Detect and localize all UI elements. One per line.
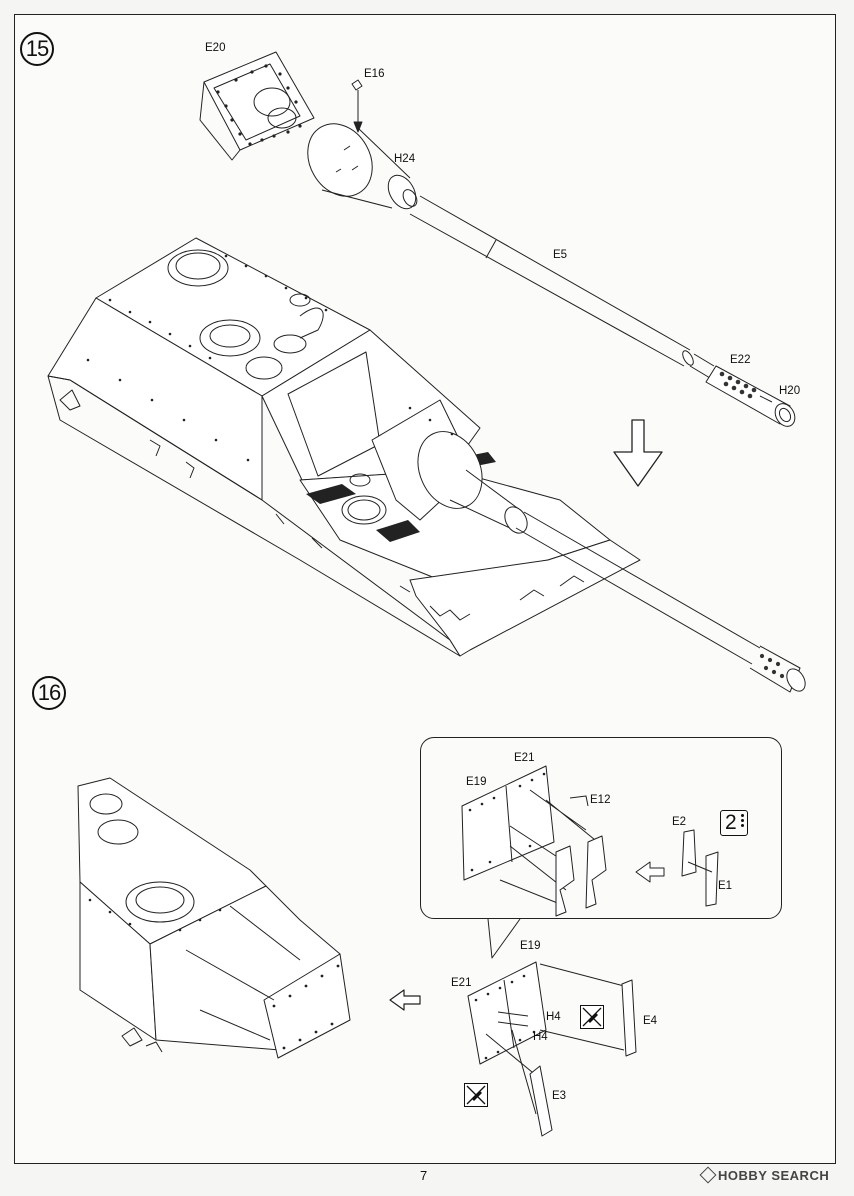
muzzle-brake-e22 — [705, 365, 796, 427]
part-label-e3: E3 — [552, 1090, 567, 1102]
step-number-16: 16 — [32, 676, 66, 710]
mantlet-e20-part — [199, 51, 315, 161]
part-label-h4-upper: H4 — [546, 1011, 561, 1023]
assembly-direction-arrow-icon — [389, 989, 421, 1011]
watermark: HOBBY SEARCH — [699, 1166, 830, 1184]
gun-barrel-e5 — [409, 195, 715, 379]
callout-label-e1: E1 — [718, 880, 733, 892]
small-part-e16 — [351, 79, 363, 133]
assembly-direction-arrow-icon — [613, 419, 663, 487]
part-label-h4-lower: H4 — [533, 1031, 548, 1043]
callout-detail-parts — [461, 765, 719, 959]
no-cement-icon — [580, 1005, 604, 1029]
hull-rear-step16 — [77, 777, 351, 1059]
hobby-search-logo-icon — [699, 1166, 717, 1184]
hull-body-step15 — [47, 237, 806, 693]
callout-label-e21: E21 — [514, 752, 535, 764]
part-label-e22: E22 — [730, 354, 751, 366]
part-label-h24: H24 — [394, 153, 416, 165]
watermark-text: HOBBY SEARCH — [718, 1168, 830, 1183]
rear-plate-e21-e19-exploded — [467, 961, 637, 1137]
part-label-e5: E5 — [553, 249, 568, 261]
part-label-e16: E16 — [364, 68, 385, 80]
callout-label-e2: E2 — [672, 816, 687, 828]
quantity-dots-icon — [741, 814, 745, 829]
part-label-e20: E20 — [205, 42, 226, 54]
gun-cone-h24 — [307, 123, 418, 210]
callout-label-e12: E12 — [590, 794, 611, 806]
page-number: 7 — [420, 1168, 428, 1183]
part-label-e4: E4 — [643, 1015, 658, 1027]
part-label-h20: H20 — [779, 385, 801, 397]
part-label-e19: E19 — [520, 940, 541, 952]
quantity-badge: 2 — [720, 810, 748, 836]
part-label-e21: E21 — [451, 977, 472, 989]
callout-label-e19: E19 — [466, 776, 487, 788]
quantity-value: 2 — [725, 811, 737, 834]
detail-callout-box — [420, 737, 782, 919]
step-number-15: 15 — [20, 32, 54, 66]
no-cement-icon — [464, 1083, 488, 1107]
